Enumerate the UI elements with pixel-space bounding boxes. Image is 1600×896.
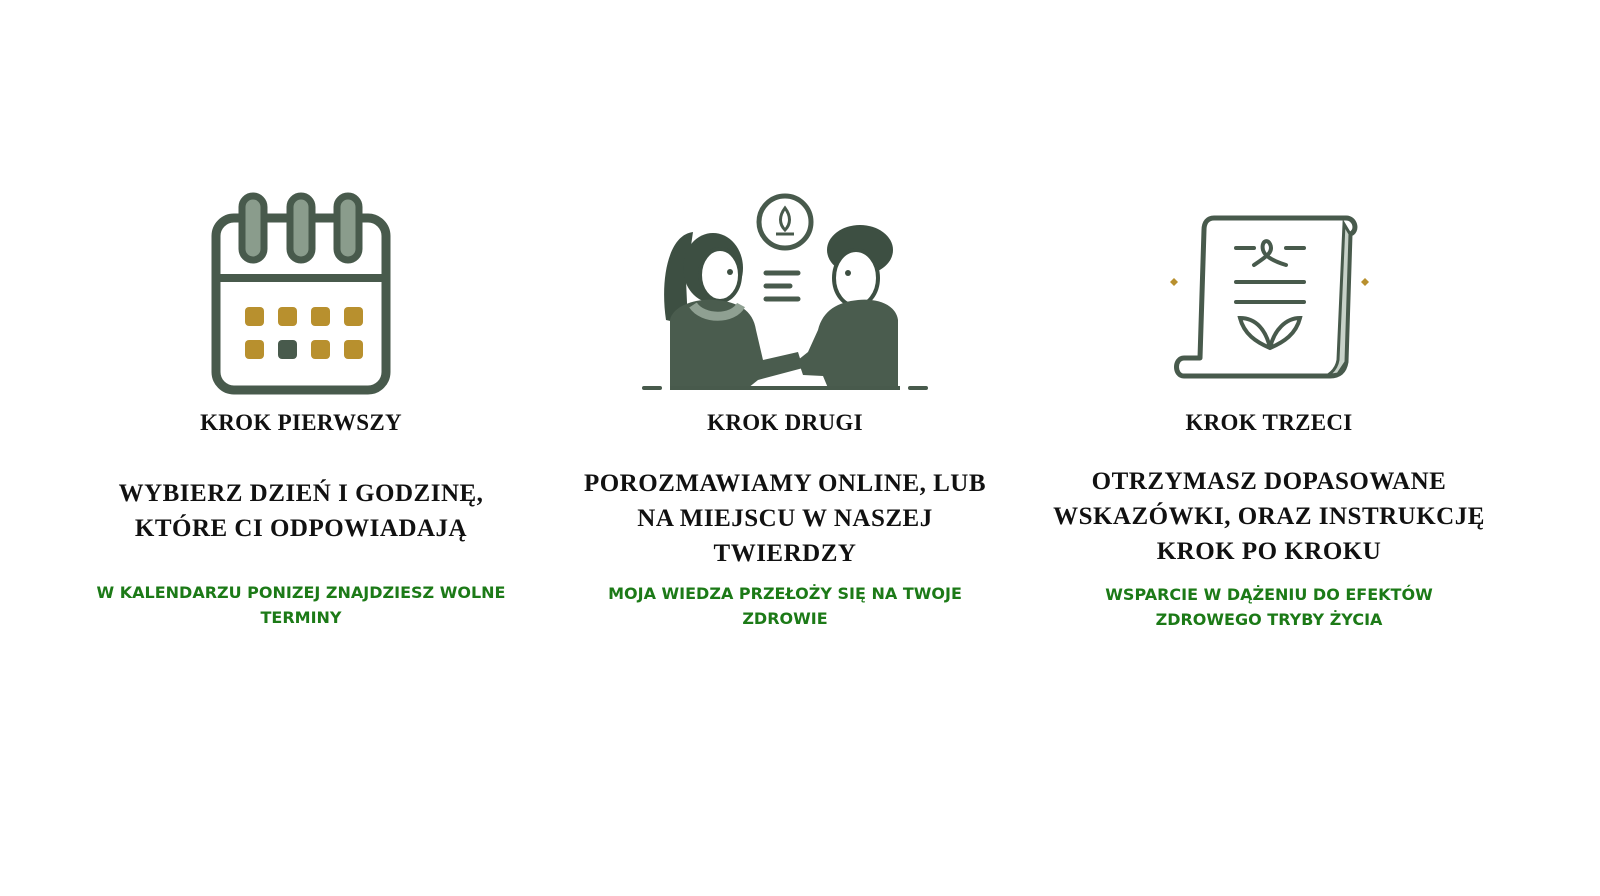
step-title: KROK TRZECI — [1185, 410, 1353, 435]
step-heading: WYBIERZ DZIEŃ I GODZINĘ, KTÓRE CI ODPOWI… — [118, 480, 484, 542]
step-2: KROK DRUGI POROZMAWIAMY ONLINE, LUB NA M… — [572, 185, 998, 631]
step-title: KROK PIERWSZY — [200, 410, 402, 435]
step-subtitle: MOJA WIEDZA PRZEŁOŻY SIĘ NA TWOJE ZDROWI… — [608, 584, 962, 628]
icon-container — [1038, 185, 1500, 400]
icon-container — [572, 185, 998, 400]
step-subtitle: WSPARCIE W DĄŻENIU DO EFEKTÓW ZDROWEGO T… — [1105, 585, 1433, 629]
icon-container — [70, 185, 532, 400]
step-3: KROK TRZECI OTRZYMASZ DOPASOWANE WSKAZÓW… — [1038, 185, 1500, 632]
step-heading: OTRZYMASZ DOPASOWANE WSKAZÓWKI, ORAZ INS… — [1053, 468, 1485, 565]
consultation-handshake-icon — [642, 193, 928, 390]
step-heading: POROZMAWIAMY ONLINE, LUB NA MIEJSCU W NA… — [583, 470, 987, 567]
step-subtitle: W KALENDARZU PONIZEJ ZNAJDZIESZ WOLNE TE… — [96, 583, 506, 627]
scroll-document-icon — [1170, 215, 1369, 379]
step-1: KROK PIERWSZY WYBIERZ DZIEŃ I GODZINĘ, K… — [70, 185, 532, 630]
step-title: KROK DRUGI — [707, 410, 863, 435]
calendar-icon — [211, 192, 391, 395]
